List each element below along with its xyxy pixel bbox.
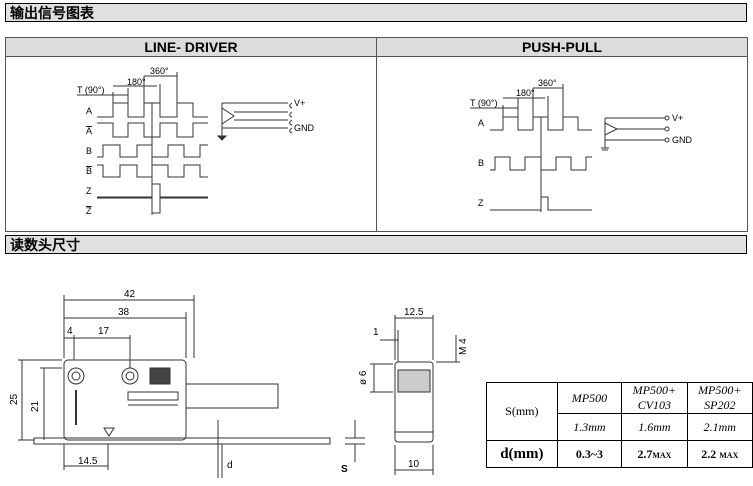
d-label: d(mm) xyxy=(486,440,558,468)
d-value-number: 0.3~3 xyxy=(575,446,604,461)
ld-vplus-label: V+ xyxy=(294,98,305,108)
section-header-output-signal: 输出信号图表 xyxy=(5,3,747,22)
d-value-number: 2.7 xyxy=(637,446,653,461)
dim-m4: M 4 xyxy=(458,338,469,355)
pp-vplus-label: V+ xyxy=(672,113,683,123)
d-value-suffix: MAX xyxy=(652,450,672,460)
read-head-front-view xyxy=(370,315,460,475)
push-pull-title: PUSH-PULL xyxy=(377,38,747,57)
line-driver-title: LINE- DRIVER xyxy=(6,38,376,57)
dim-phi6: ø 6 xyxy=(358,370,369,385)
pp-z-label: Z xyxy=(478,198,484,208)
ld-gnd-label: GND xyxy=(294,123,315,133)
pp-gnd-label: GND xyxy=(672,135,693,145)
model-header: MP500+ SP202 xyxy=(686,382,753,414)
ld-180-label: 180° xyxy=(127,77,146,87)
pp-b-label: B xyxy=(478,158,484,168)
d-value: 2.2 MAX xyxy=(686,440,753,468)
dim-25: 25 xyxy=(9,393,20,405)
pp-360-label: 360° xyxy=(538,78,557,88)
line-driver-waveforms xyxy=(77,72,208,215)
dim-12-5: 12.5 xyxy=(404,307,424,318)
dim-s: S xyxy=(341,464,348,475)
section-header-head-dimensions: 读数头尺寸 xyxy=(5,235,747,254)
ld-zbar-label: Z xyxy=(86,206,92,216)
ld-abar-label: A xyxy=(86,126,92,136)
dim-38: 38 xyxy=(118,307,130,318)
d-value-number: 2.2 xyxy=(701,446,720,461)
dim-1: 1 xyxy=(373,327,379,338)
pp-180-label: 180° xyxy=(516,88,535,98)
dim-14-5: 14.5 xyxy=(78,456,98,467)
ld-360-label: 360° xyxy=(150,66,169,76)
gap-spec-table: S(mm) MP500 MP500+ CV103 MP500+ SP202 1.… xyxy=(486,382,753,468)
model-header: MP500+ CV103 xyxy=(621,382,688,414)
dim-17: 17 xyxy=(98,326,110,337)
s-value: 2.1mm xyxy=(686,413,753,441)
dim-10: 10 xyxy=(408,459,420,470)
read-head-side-view xyxy=(18,295,365,478)
ld-b-label: B xyxy=(86,146,92,156)
ld-bbar-label: B xyxy=(86,166,92,176)
s-value: 1.3mm xyxy=(556,413,623,441)
pp-t-label: T (90°) xyxy=(470,98,497,108)
ld-t-label: T (90°) xyxy=(77,85,104,95)
s-label: S(mm) xyxy=(486,382,558,441)
dim-42: 42 xyxy=(124,289,136,300)
d-value: 0.3~3 xyxy=(556,440,623,468)
ld-a-label: A xyxy=(86,106,92,116)
push-pull-circuit xyxy=(601,115,670,151)
push-pull-waveforms xyxy=(470,84,592,212)
push-pull-panel: PUSH-PULL xyxy=(376,37,748,232)
dim-d: d xyxy=(227,460,233,471)
pp-a-label: A xyxy=(478,118,484,128)
d-value-suffix: MAX xyxy=(719,450,739,460)
dim-4: 4 xyxy=(67,326,73,337)
s-value: 1.6mm xyxy=(621,413,688,441)
ld-z-label: Z xyxy=(86,186,92,196)
model-header: MP500 xyxy=(556,382,623,414)
line-driver-circuit xyxy=(216,102,293,141)
dim-21: 21 xyxy=(30,400,41,412)
d-value: 2.7MAX xyxy=(621,440,688,468)
